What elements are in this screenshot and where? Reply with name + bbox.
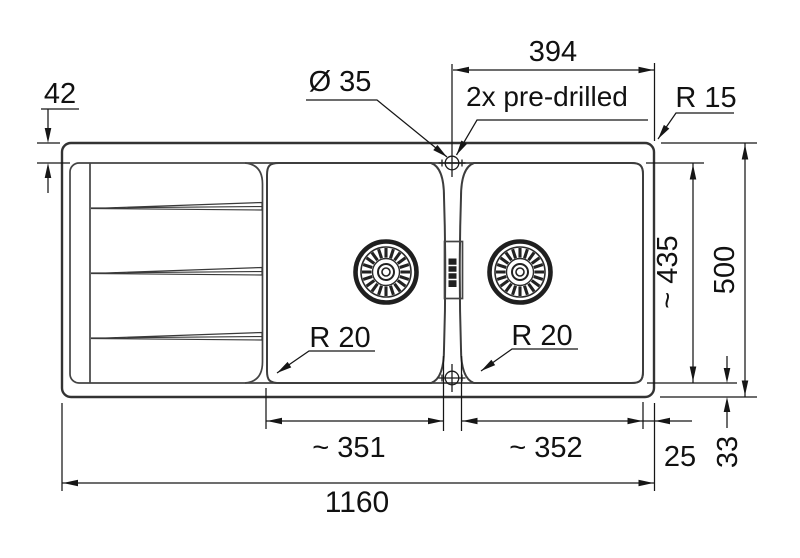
drainboard-ribs (90, 201, 263, 341)
divider-grille-slots (448, 264, 457, 281)
arrowhead (428, 417, 443, 425)
dim-inner-depth: ~ 435 (646, 162, 737, 384)
predrilled-hole-top (438, 149, 466, 177)
tap-hole-diameter-label: Ø 35 (309, 66, 372, 98)
arrowhead (454, 66, 469, 74)
dim-left-bowl-width: ~ 351 (265, 356, 445, 464)
arrowhead (63, 479, 78, 487)
arrowhead (658, 124, 670, 139)
arrowhead (267, 417, 282, 425)
drain-strainer-spokes (496, 248, 544, 296)
dim-rim-top-label: 42 (44, 78, 76, 110)
dim-right-bowl-width: ~ 352 (460, 356, 643, 464)
arrowhead (638, 66, 654, 74)
left-drain (353, 239, 419, 305)
dim-bottom-rim: 33 (712, 356, 744, 468)
arrowhead (456, 140, 468, 155)
dim-left-bowl-radius: R 20 (276, 322, 375, 374)
drain-strainer-spokes (362, 248, 410, 296)
drainboard (89, 162, 264, 384)
predrilled-note-label: 2x pre-drilled (466, 81, 628, 112)
dim-tap-hole-diameter: Ø 35 (306, 66, 448, 158)
arrowhead (277, 361, 292, 373)
right-bowl (458, 162, 644, 384)
arrowhead (481, 359, 496, 371)
dim-33-label: 33 (712, 436, 744, 468)
note-predrilled: 2x pre-drilled (455, 81, 648, 156)
arrowhead (44, 163, 52, 178)
r15-label: R 15 (675, 82, 736, 114)
sink-geometry (60, 141, 656, 399)
sink-outer-rim (60, 141, 656, 399)
arrowhead (689, 366, 697, 382)
dim-351-label: ~ 351 (312, 432, 385, 464)
arrowhead (741, 380, 749, 396)
dim-outer-corner-radius: R 15 (657, 82, 737, 140)
r20-right-label: R 20 (511, 320, 572, 352)
dim-500-label: 500 (709, 246, 741, 294)
dim-25-label: 25 (664, 441, 696, 473)
dim-1160-label: 1160 (325, 486, 390, 519)
bowl-divider-block (443, 240, 464, 300)
arrowhead (433, 144, 447, 157)
arrowhead (462, 417, 478, 425)
divider-outline (443, 240, 464, 300)
drainboard-rib (90, 201, 263, 211)
dim-tap-hole-to-edge: 394 (451, 36, 656, 149)
arrowhead (723, 368, 731, 383)
arrowhead (689, 164, 697, 180)
arrowhead (723, 397, 731, 412)
dim-352-label: ~ 352 (509, 432, 582, 464)
dim-394-label: 394 (529, 36, 577, 68)
dim-right-bowl-radius: R 20 (480, 320, 578, 372)
r20-left-label: R 20 (309, 322, 370, 354)
dim-435-label: ~ 435 (652, 235, 684, 308)
right-drain (487, 239, 553, 305)
predrilled-hole-bottom (438, 364, 466, 392)
arrowhead (44, 128, 52, 143)
arrowhead (655, 417, 670, 425)
arrowhead (638, 479, 654, 487)
drainboard-rib (90, 331, 263, 341)
drainboard-rib (90, 266, 263, 276)
dim-rim-top: 42 (37, 78, 79, 193)
arrowhead (741, 144, 749, 160)
arrowhead (627, 417, 643, 425)
dim-edge-gap: 25 (642, 402, 696, 473)
dim-overall-depth: 500 (660, 142, 757, 398)
dim-overall-width: 1160 (61, 403, 656, 519)
